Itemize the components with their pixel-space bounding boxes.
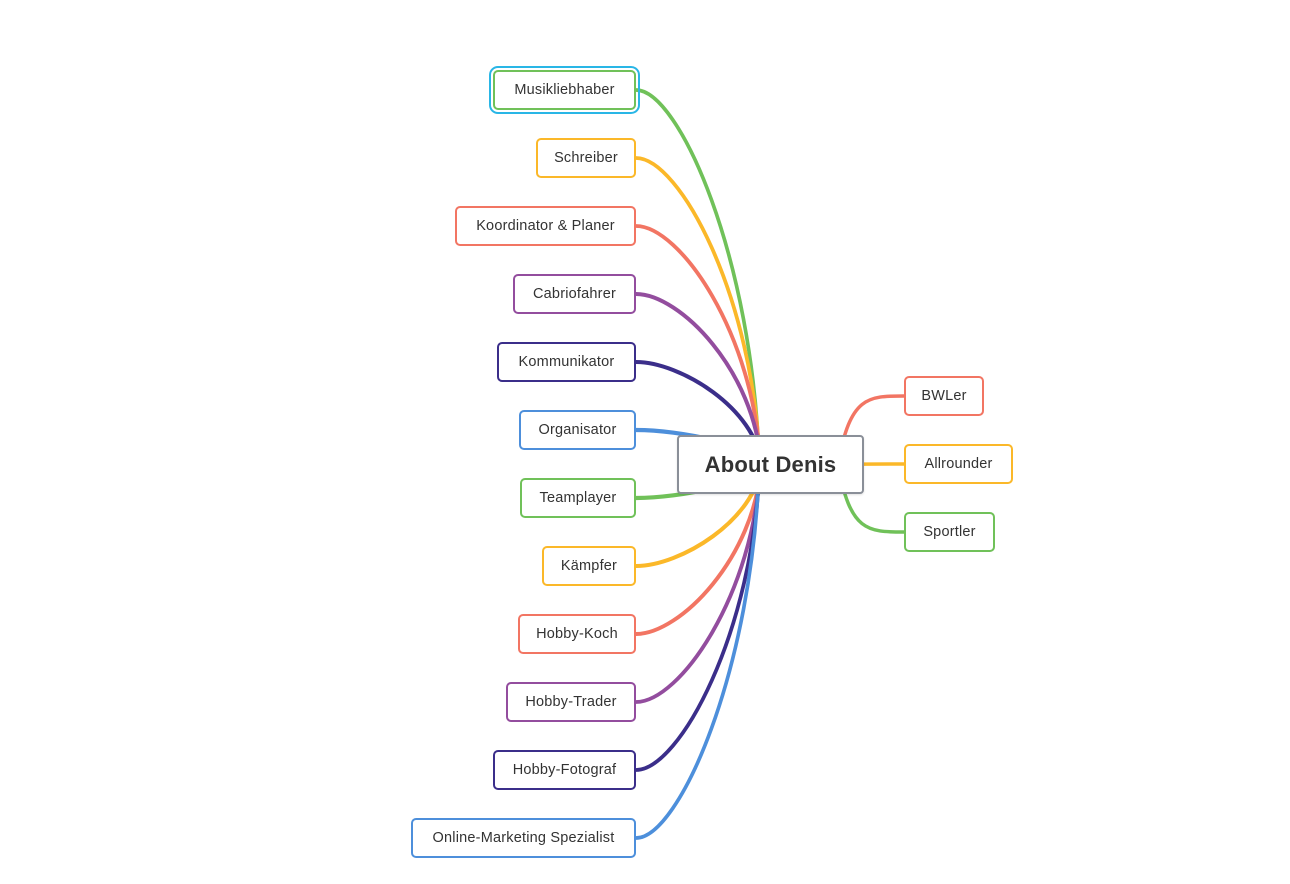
branch-topic-label: Kämpfer [560,558,618,574]
branch-topic-label: Koordinator & Planer [476,218,615,234]
branch-topic-musikliebhaber[interactable]: Musikliebhaber [489,66,640,114]
branch-topic-bwler[interactable]: BWLer [904,376,984,416]
branch-topic-schreiber[interactable]: Schreiber [536,138,636,178]
branch-topic-sportler[interactable]: Sportler [904,512,995,552]
root-topic-label: About Denis [704,451,837,477]
branch-topic-label: Hobby-Koch [536,626,618,642]
branch-topic-label: Organisator [538,422,617,438]
connector-left-1 [634,156,762,467]
branch-topic-koordinator-planer[interactable]: Koordinator & Planer [455,206,636,246]
connector-left-2 [634,224,763,467]
branch-topic-kommunikator[interactable]: Kommunikator [497,342,636,382]
branch-topic-hobby-fotograf[interactable]: Hobby-Fotograf [493,750,636,790]
branch-topic-kaempfer[interactable]: Kämpfer [542,546,636,586]
branch-topic-label: Hobby-Trader [525,694,617,710]
connector-left-10 [634,462,762,772]
branch-topic-teamplayer[interactable]: Teamplayer [520,478,636,518]
branch-topic-label: Teamplayer [539,490,617,506]
branch-topic-allrounder[interactable]: Allrounder [904,444,1013,484]
branch-topic-organisator[interactable]: Organisator [519,410,636,450]
branch-topic-cabriofahrer[interactable]: Cabriofahrer [513,274,636,314]
branch-topic-label: Allrounder [924,456,993,472]
branch-topic-label: Sportler [923,524,976,540]
root-topic[interactable]: About Denis [677,435,864,494]
connector-left-0 [634,88,762,467]
branch-topic-label: Hobby-Fotograf [512,762,617,778]
branch-topic-hobby-trader[interactable]: Hobby-Trader [506,682,636,722]
branch-topic-online-marketing-spezialist[interactable]: Online-Marketing Spezialist [411,818,636,858]
branch-topic-label: Online-Marketing Spezialist [432,830,615,846]
branch-topic-label: Musikliebhaber [514,82,615,98]
connector-left-9 [634,462,763,704]
connector-left-11 [634,462,762,840]
branch-topic-label: Schreiber [554,150,618,166]
branch-topic-label: Cabriofahrer [533,286,616,302]
branch-topic-hobby-koch[interactable]: Hobby-Koch [518,614,636,654]
branch-topic-label: BWLer [921,388,967,404]
branch-topic-label: Kommunikator [518,354,615,370]
